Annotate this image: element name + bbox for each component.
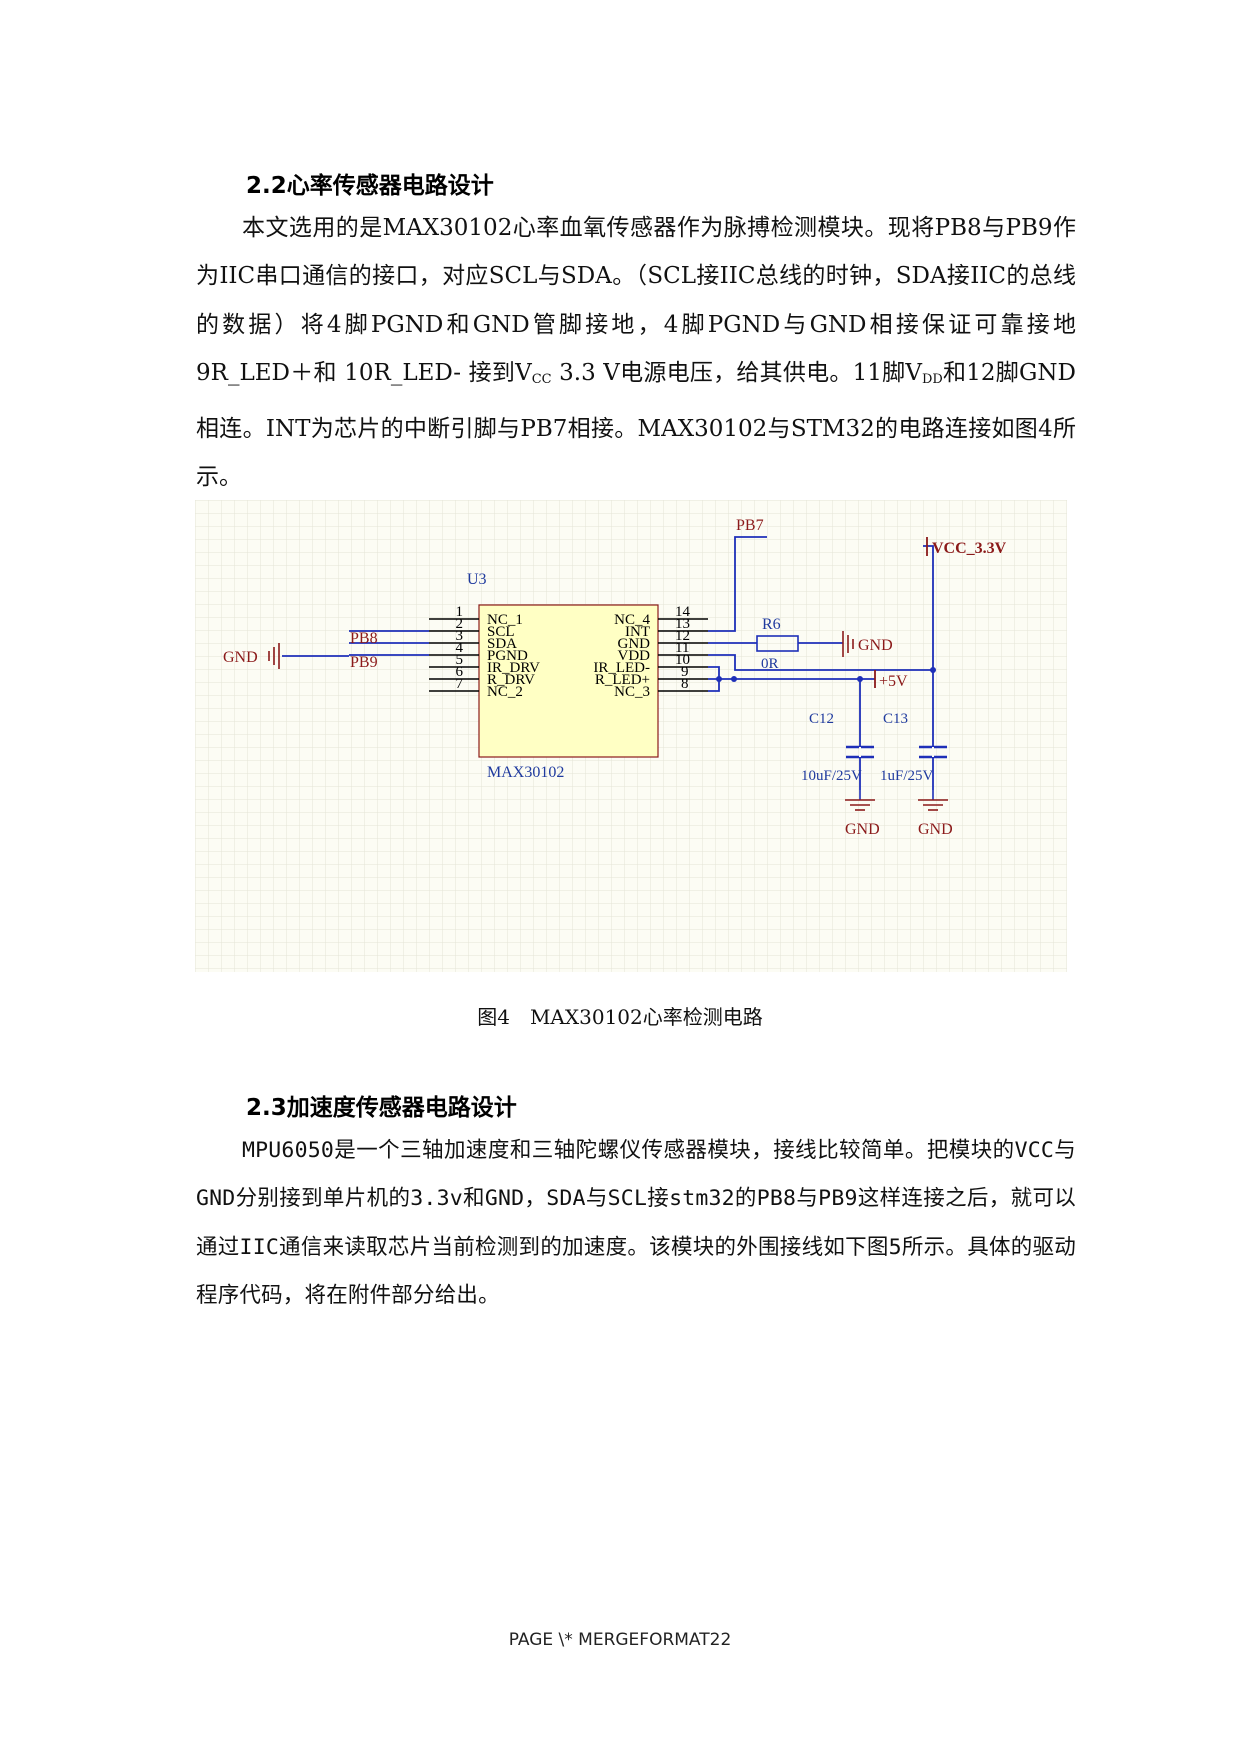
resistor-r6 [756,635,799,652]
right-pin-name: GND [618,636,651,652]
right-pin-number: 11 [675,640,689,656]
net-label-gnd-r6: GND [858,637,893,654]
right-pin-number: 12 [675,628,690,644]
capacitor-c12-value: 10uF/25V [801,768,862,784]
resistor-r6-ref: R6 [762,616,781,633]
net-label-5v: +5V [879,673,908,690]
net-label-pb7: PB7 [736,517,764,534]
capacitor-gap [932,747,934,757]
net-label-pb8: PB8 [350,630,378,647]
net-label-gnd-left: GND [223,649,258,666]
chip-reference-label: U3 [467,571,487,588]
gnd-symbol-c12 [845,790,875,811]
net-label-vcc: VCC_3.3V [932,540,1007,557]
left-pin-name: R_DRV [487,672,535,688]
net-label-gnd-c13: GND [918,821,953,838]
section-heading-2-3: 2.3加速度传感器电路设计 [246,1095,517,1121]
left-pin-number: 2 [456,616,464,632]
left-pin-name: IR_DRV [487,660,540,676]
capacitor-c13-value: 1uF/25V [880,768,934,784]
ic-body [478,604,659,758]
right-pin-number: 14 [675,604,691,620]
gnd-symbol-r6 [842,631,854,657]
left-pin-name: SCL [487,624,515,640]
paragraph-text-c: 和12脚GND相连。INT为芯片的中断引脚与PB7相接。MAX30102与STM… [196,360,1076,491]
paragraph-text-a: 本文选用的是MAX30102心率血氧传感器作为脉搏检测模块。现将PB8与PB9作… [196,215,1076,387]
subscript-dd: DD [921,372,943,388]
right-pin-name: R_LED+ [595,672,650,688]
gnd-symbol-c13 [918,790,948,811]
capacitor-c12-ref: C12 [809,711,834,727]
right-pin-number: 10 [675,652,690,668]
junction-dot [930,667,936,673]
right-pin-name: INT [625,624,650,640]
junction-dot [857,676,863,682]
junction-dot [731,676,737,682]
left-pin-name: SDA [487,636,517,652]
right-pin-lines [658,618,708,692]
chip-name-label: MAX30102 [487,764,564,781]
right-pin-name: NC_4 [614,612,650,628]
left-pin-number: 1 [456,604,464,620]
left-pin-name: PGND [487,648,528,664]
left-pin-number: 4 [456,640,464,656]
junction-dot [716,676,722,682]
left-pin-number: 3 [456,628,464,644]
capacitor-c13-ref: C13 [883,711,908,727]
subscript-cc: CC [531,372,552,388]
paragraph-text-b: 3.3 V电源电压，给其供电。11脚V [551,360,922,387]
right-pin-number: 8 [681,676,689,692]
right-pin-number: 9 [681,664,689,680]
section-heading-2-2: 2.2心率传感器电路设计 [246,173,494,199]
page-footer: PAGE \* MERGEFORMAT22 [508,1630,732,1650]
left-pin-number: 5 [456,652,464,668]
int-net [708,536,767,632]
net-label-pb9: PB9 [350,654,378,671]
paragraph-heart-rate-sensor: 本文选用的是MAX30102心率血氧传感器作为脉搏检测模块。现将PB8与PB9作… [196,204,1076,501]
gnd-symbol-left [268,643,280,669]
right-pin-name: NC_3 [614,684,650,700]
resistor-r6-value: 0R [761,656,779,672]
left-nets [282,630,429,657]
paragraph-accelerometer: MPU6050是一个三轴加速度和三轴陀螺仪传感器模块，接线比较简单。把模块的VC… [196,1138,1076,1309]
capacitor-gap [859,747,861,757]
left-pin-name: NC_2 [487,684,523,700]
left-pin-number: 6 [456,664,464,680]
left-pin-lines [429,618,479,692]
net-label-gnd-c12: GND [845,821,880,838]
left-pin-number: 7 [456,676,464,692]
right-pin-name: IR_LED- [593,660,650,676]
figure-4-caption: 图4 MAX30102心率检测电路 [477,1005,763,1029]
right-pin-number: 13 [675,616,690,632]
left-pin-name: NC_1 [487,612,523,628]
right-pin-name: VDD [618,648,651,664]
max30102-schematic: U3 MAX30102 1 2 3 4 5 6 7 NC_1 SCL SDA P… [195,500,1067,972]
